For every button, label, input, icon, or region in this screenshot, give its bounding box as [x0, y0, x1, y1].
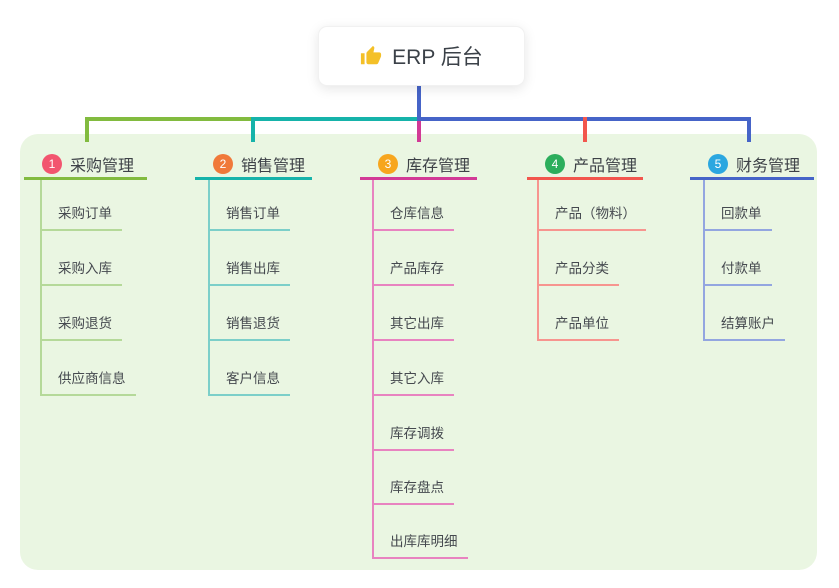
child-node-label: 产品库存: [390, 261, 444, 276]
child-node-label: 库存盘点: [390, 480, 444, 495]
child-node-3-3[interactable]: 其它出库: [372, 311, 454, 341]
child-node-5-2[interactable]: 付款单: [703, 256, 772, 286]
child-node-3-6[interactable]: 库存盘点: [372, 475, 454, 505]
connector-stub-branch-2: [251, 117, 255, 142]
child-node-label: 仓库信息: [390, 206, 444, 221]
branch-4-children-rail: [537, 180, 539, 341]
branch-node-5[interactable]: 5 财务管理: [690, 150, 814, 180]
child-node-3-2[interactable]: 产品库存: [372, 256, 454, 286]
child-node-1-4[interactable]: 供应商信息: [40, 366, 136, 396]
connector-horizontal-branch-2: [251, 117, 421, 121]
child-node-4-1[interactable]: 产品（物料）: [537, 201, 646, 231]
child-node-2-1[interactable]: 销售订单: [208, 201, 290, 231]
child-node-4-3[interactable]: 产品单位: [537, 311, 619, 341]
child-node-label: 付款单: [721, 261, 762, 276]
child-node-2-4[interactable]: 客户信息: [208, 366, 290, 396]
branch-node-3[interactable]: 3 库存管理: [360, 150, 477, 180]
child-node-4-2[interactable]: 产品分类: [537, 256, 619, 286]
child-node-label: 采购入库: [58, 261, 112, 276]
child-node-label: 产品单位: [555, 316, 609, 331]
connector-stub-branch-4: [583, 117, 587, 142]
branch-2-children-rail: [208, 180, 210, 396]
branch-number-badge: 2: [213, 153, 233, 174]
connector-stub-branch-3: [417, 119, 421, 142]
child-node-1-3[interactable]: 采购退货: [40, 311, 122, 341]
child-node-3-4[interactable]: 其它入库: [372, 366, 454, 396]
connector-root-stem: [417, 84, 421, 121]
thumbs-up-icon: [360, 45, 382, 67]
child-node-2-3[interactable]: 销售退货: [208, 311, 290, 341]
child-node-label: 销售退货: [226, 316, 280, 331]
child-node-label: 采购订单: [58, 206, 112, 221]
child-node-label: 采购退货: [58, 316, 112, 331]
child-node-label: 其它出库: [390, 316, 444, 331]
child-node-label: 销售订单: [226, 206, 280, 221]
branch-node-label: 财务管理: [736, 157, 801, 175]
child-node-label: 销售出库: [226, 261, 280, 276]
branch-node-label: 采购管理: [70, 157, 135, 175]
branch-node-label: 产品管理: [573, 157, 638, 175]
connector-stub-branch-5: [747, 117, 751, 142]
child-node-5-1[interactable]: 回款单: [703, 201, 772, 231]
branch-node-1[interactable]: 1 采购管理: [24, 150, 147, 180]
child-node-label: 其它入库: [390, 371, 444, 386]
child-node-3-7[interactable]: 出库库明细: [372, 529, 468, 559]
child-node-1-1[interactable]: 采购订单: [40, 201, 122, 231]
child-node-label: 结算账户: [721, 316, 775, 331]
child-node-label: 供应商信息: [58, 371, 126, 386]
child-node-label: 客户信息: [226, 371, 280, 386]
child-node-label: 产品分类: [555, 261, 609, 276]
branch-number-badge: 4: [545, 153, 565, 174]
branch-3-children-rail: [372, 180, 374, 559]
branch-number-badge: 5: [708, 153, 728, 174]
child-node-5-3[interactable]: 结算账户: [703, 311, 785, 341]
branch-node-label: 库存管理: [406, 157, 471, 175]
branch-node-2[interactable]: 2 销售管理: [195, 150, 312, 180]
branches-panel: [20, 134, 817, 570]
child-node-label: 出库库明细: [390, 534, 458, 549]
child-node-2-2[interactable]: 销售出库: [208, 256, 290, 286]
branch-node-4[interactable]: 4 产品管理: [527, 150, 643, 180]
root-node[interactable]: ERP 后台: [318, 26, 525, 86]
child-node-label: 回款单: [721, 206, 762, 221]
root-node-label: ERP 后台: [392, 46, 483, 69]
branch-number-badge: 3: [378, 153, 398, 174]
child-node-3-1[interactable]: 仓库信息: [372, 201, 454, 231]
connector-stub-branch-1: [85, 117, 89, 142]
child-node-label: 库存调拨: [390, 426, 444, 441]
child-node-1-2[interactable]: 采购入库: [40, 256, 122, 286]
branch-node-label: 销售管理: [241, 157, 306, 175]
branch-number-badge: 1: [42, 153, 62, 174]
branch-5-children-rail: [703, 180, 705, 341]
branch-1-children-rail: [40, 180, 42, 396]
child-node-label: 产品（物料）: [555, 206, 636, 221]
child-node-3-5[interactable]: 库存调拨: [372, 421, 454, 451]
